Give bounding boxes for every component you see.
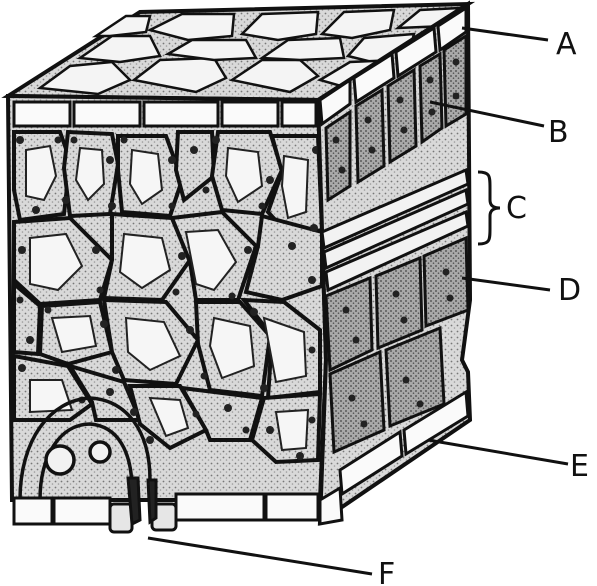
label-f: F [378, 557, 395, 586]
cell-lumens-front [25, 144, 310, 452]
spongy-cells-side [324, 235, 470, 455]
label-b: B [548, 115, 569, 150]
bracket-c [477, 170, 501, 246]
palisade-cells-side [324, 33, 468, 203]
label-c: C [506, 191, 527, 226]
label-a: A [556, 27, 577, 62]
vein-strands-side [320, 167, 470, 293]
upper-epidermis-side [318, 5, 468, 127]
upper-epidermis-front [12, 100, 318, 128]
stoma [108, 476, 178, 534]
chloroplasts-front [16, 136, 320, 460]
leader-line-a [461, 26, 549, 42]
bundle-sheath-front [18, 396, 152, 501]
lower-epidermis-side [318, 389, 470, 526]
front-face [5, 93, 329, 534]
top-face-cells [36, 6, 463, 96]
leader-line-d [461, 276, 551, 292]
lower-epidermis-front [12, 492, 320, 526]
palisade-chloroplasts [332, 58, 460, 174]
leader-line-e [427, 438, 569, 466]
leader-line-b [429, 100, 545, 128]
side-face [315, 0, 473, 526]
spongy-chloroplasts [342, 268, 454, 428]
leader-line-f [147, 536, 373, 576]
top-face [1, 1, 476, 103]
label-e: E [570, 449, 589, 484]
label-d: D [558, 273, 581, 308]
leader-lines [147, 26, 569, 576]
